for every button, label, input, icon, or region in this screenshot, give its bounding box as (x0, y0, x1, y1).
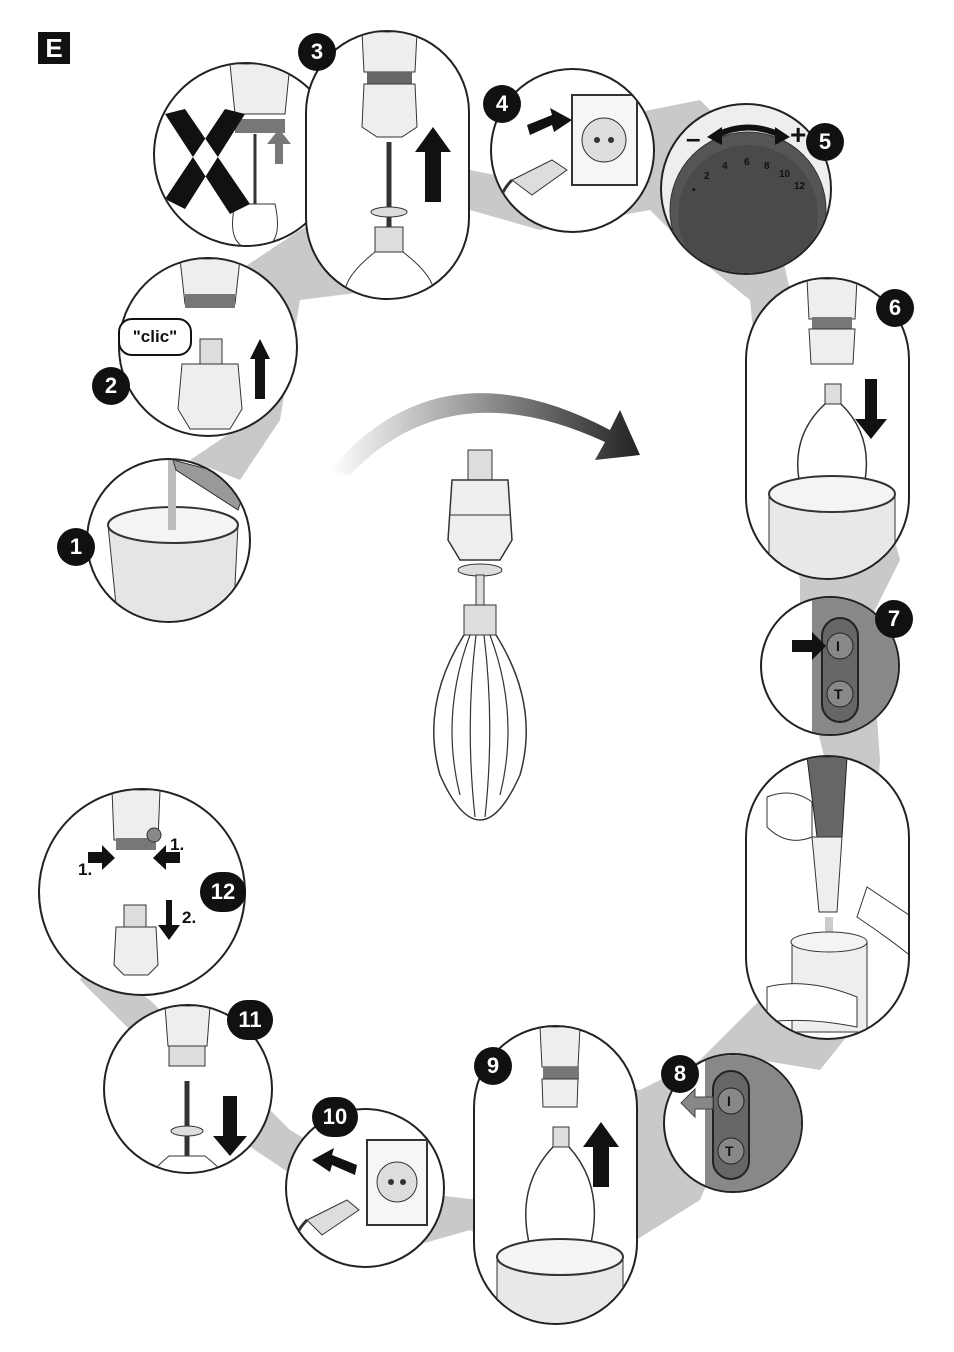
step-10-number: 10 (312, 1097, 358, 1137)
step-12-sub-2: 2. (182, 908, 197, 927)
dial-mark-2: 2 (704, 171, 710, 182)
clic-sound-bubble: "clic" (118, 318, 192, 356)
turbo-button-label: T (834, 686, 843, 702)
step-6-panel (745, 277, 910, 580)
arrow-left-icon (312, 1148, 357, 1175)
dial-mark-8: 8 (764, 161, 770, 172)
step-5-panel: – + • 2 4 6 8 10 12 (660, 103, 832, 275)
step-12-sub-1b: 1. (170, 835, 185, 854)
dial-minus-symbol: – (686, 123, 701, 153)
dial-mark-10: 10 (779, 169, 791, 180)
section-label: E (38, 32, 70, 64)
step-4-panel (490, 68, 655, 233)
arrow-up-icon (583, 1122, 619, 1187)
dial-mark-0: • (692, 185, 696, 196)
step-6-number: 6 (876, 289, 914, 327)
step-9-number: 9 (474, 1047, 512, 1085)
rotation-arrow-icon (330, 393, 640, 475)
step-1-number: 1 (57, 528, 95, 566)
step-5-number: 5 (806, 123, 844, 161)
on-button-label: I (836, 638, 840, 654)
on-button-label-8: I (727, 1093, 731, 1109)
step-11-number: 11 (227, 1000, 273, 1040)
step-3-number: 3 (298, 33, 336, 71)
step-2-number: 2 (92, 367, 130, 405)
x-cross-icon (165, 109, 250, 214)
dial-mark-12: 12 (794, 181, 806, 192)
step-1-panel (86, 458, 251, 623)
step-7-number: 7 (875, 600, 913, 638)
whisk-assembly-icon (433, 449, 527, 821)
step-8-number: 8 (661, 1055, 699, 1093)
clic-text: "clic" (132, 327, 178, 346)
step-12-sub-1a: 1. (78, 860, 93, 879)
dial-mark-4: 4 (722, 161, 728, 172)
dial-plus-symbol: + (790, 119, 807, 150)
bowl-icon (107, 460, 249, 621)
step-9-panel (473, 1025, 638, 1325)
turbo-button-label-8: T (725, 1143, 734, 1159)
step-12-number: 12 (200, 872, 246, 912)
step-4-number: 4 (483, 85, 521, 123)
dial-mark-6: 6 (744, 157, 750, 168)
arrow-down-icon (855, 379, 887, 439)
step-10-panel (285, 1108, 445, 1268)
mixing-in-action-panel (745, 755, 910, 1040)
step-3-panel (305, 30, 470, 300)
